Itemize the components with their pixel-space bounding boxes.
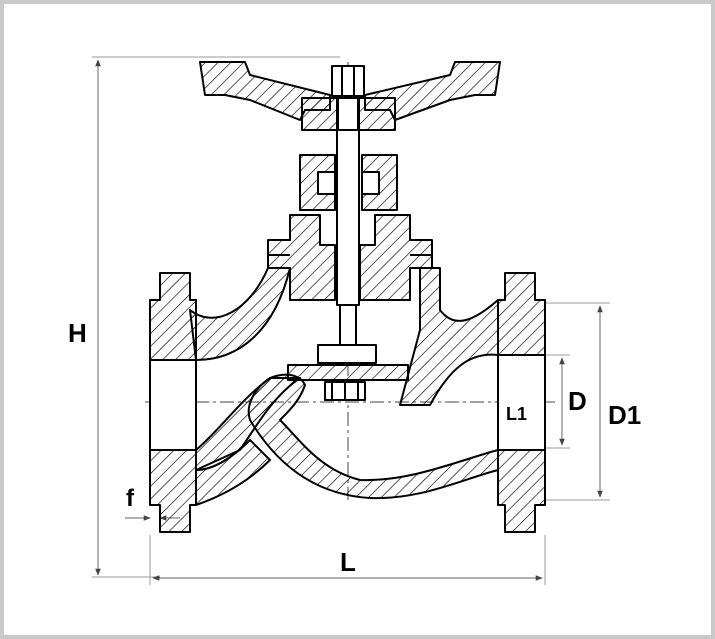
bonnet-left: [267, 214, 336, 301]
valve-body: [149, 61, 546, 533]
label-l1: L1: [506, 404, 527, 424]
handwheel-bore: [337, 97, 359, 131]
handwheel-nut: [331, 65, 365, 97]
bonnet-right: [359, 214, 433, 301]
body-upper-left: [189, 267, 291, 361]
packing-right: [361, 171, 380, 195]
right-flange-top: [497, 272, 546, 356]
left-port: [149, 359, 197, 451]
right-port: [497, 354, 546, 451]
label-h: H: [68, 318, 87, 348]
body-lower-left: [195, 439, 271, 506]
label-d: D: [568, 386, 587, 416]
left-flange-bottom: [149, 449, 197, 533]
left-flange-top: [149, 272, 197, 361]
body-lower-wall: [247, 373, 499, 500]
label-d1: D1: [608, 400, 641, 430]
packing-left: [317, 171, 336, 195]
dimension-labels: H L D D1 L1 f: [68, 318, 641, 577]
label-l: L: [340, 547, 356, 577]
disc-holder: [317, 344, 377, 364]
right-flange-bottom: [497, 449, 546, 533]
label-f: f: [126, 485, 135, 512]
valve-disc: [287, 364, 409, 381]
body-upper-right: [399, 267, 499, 406]
